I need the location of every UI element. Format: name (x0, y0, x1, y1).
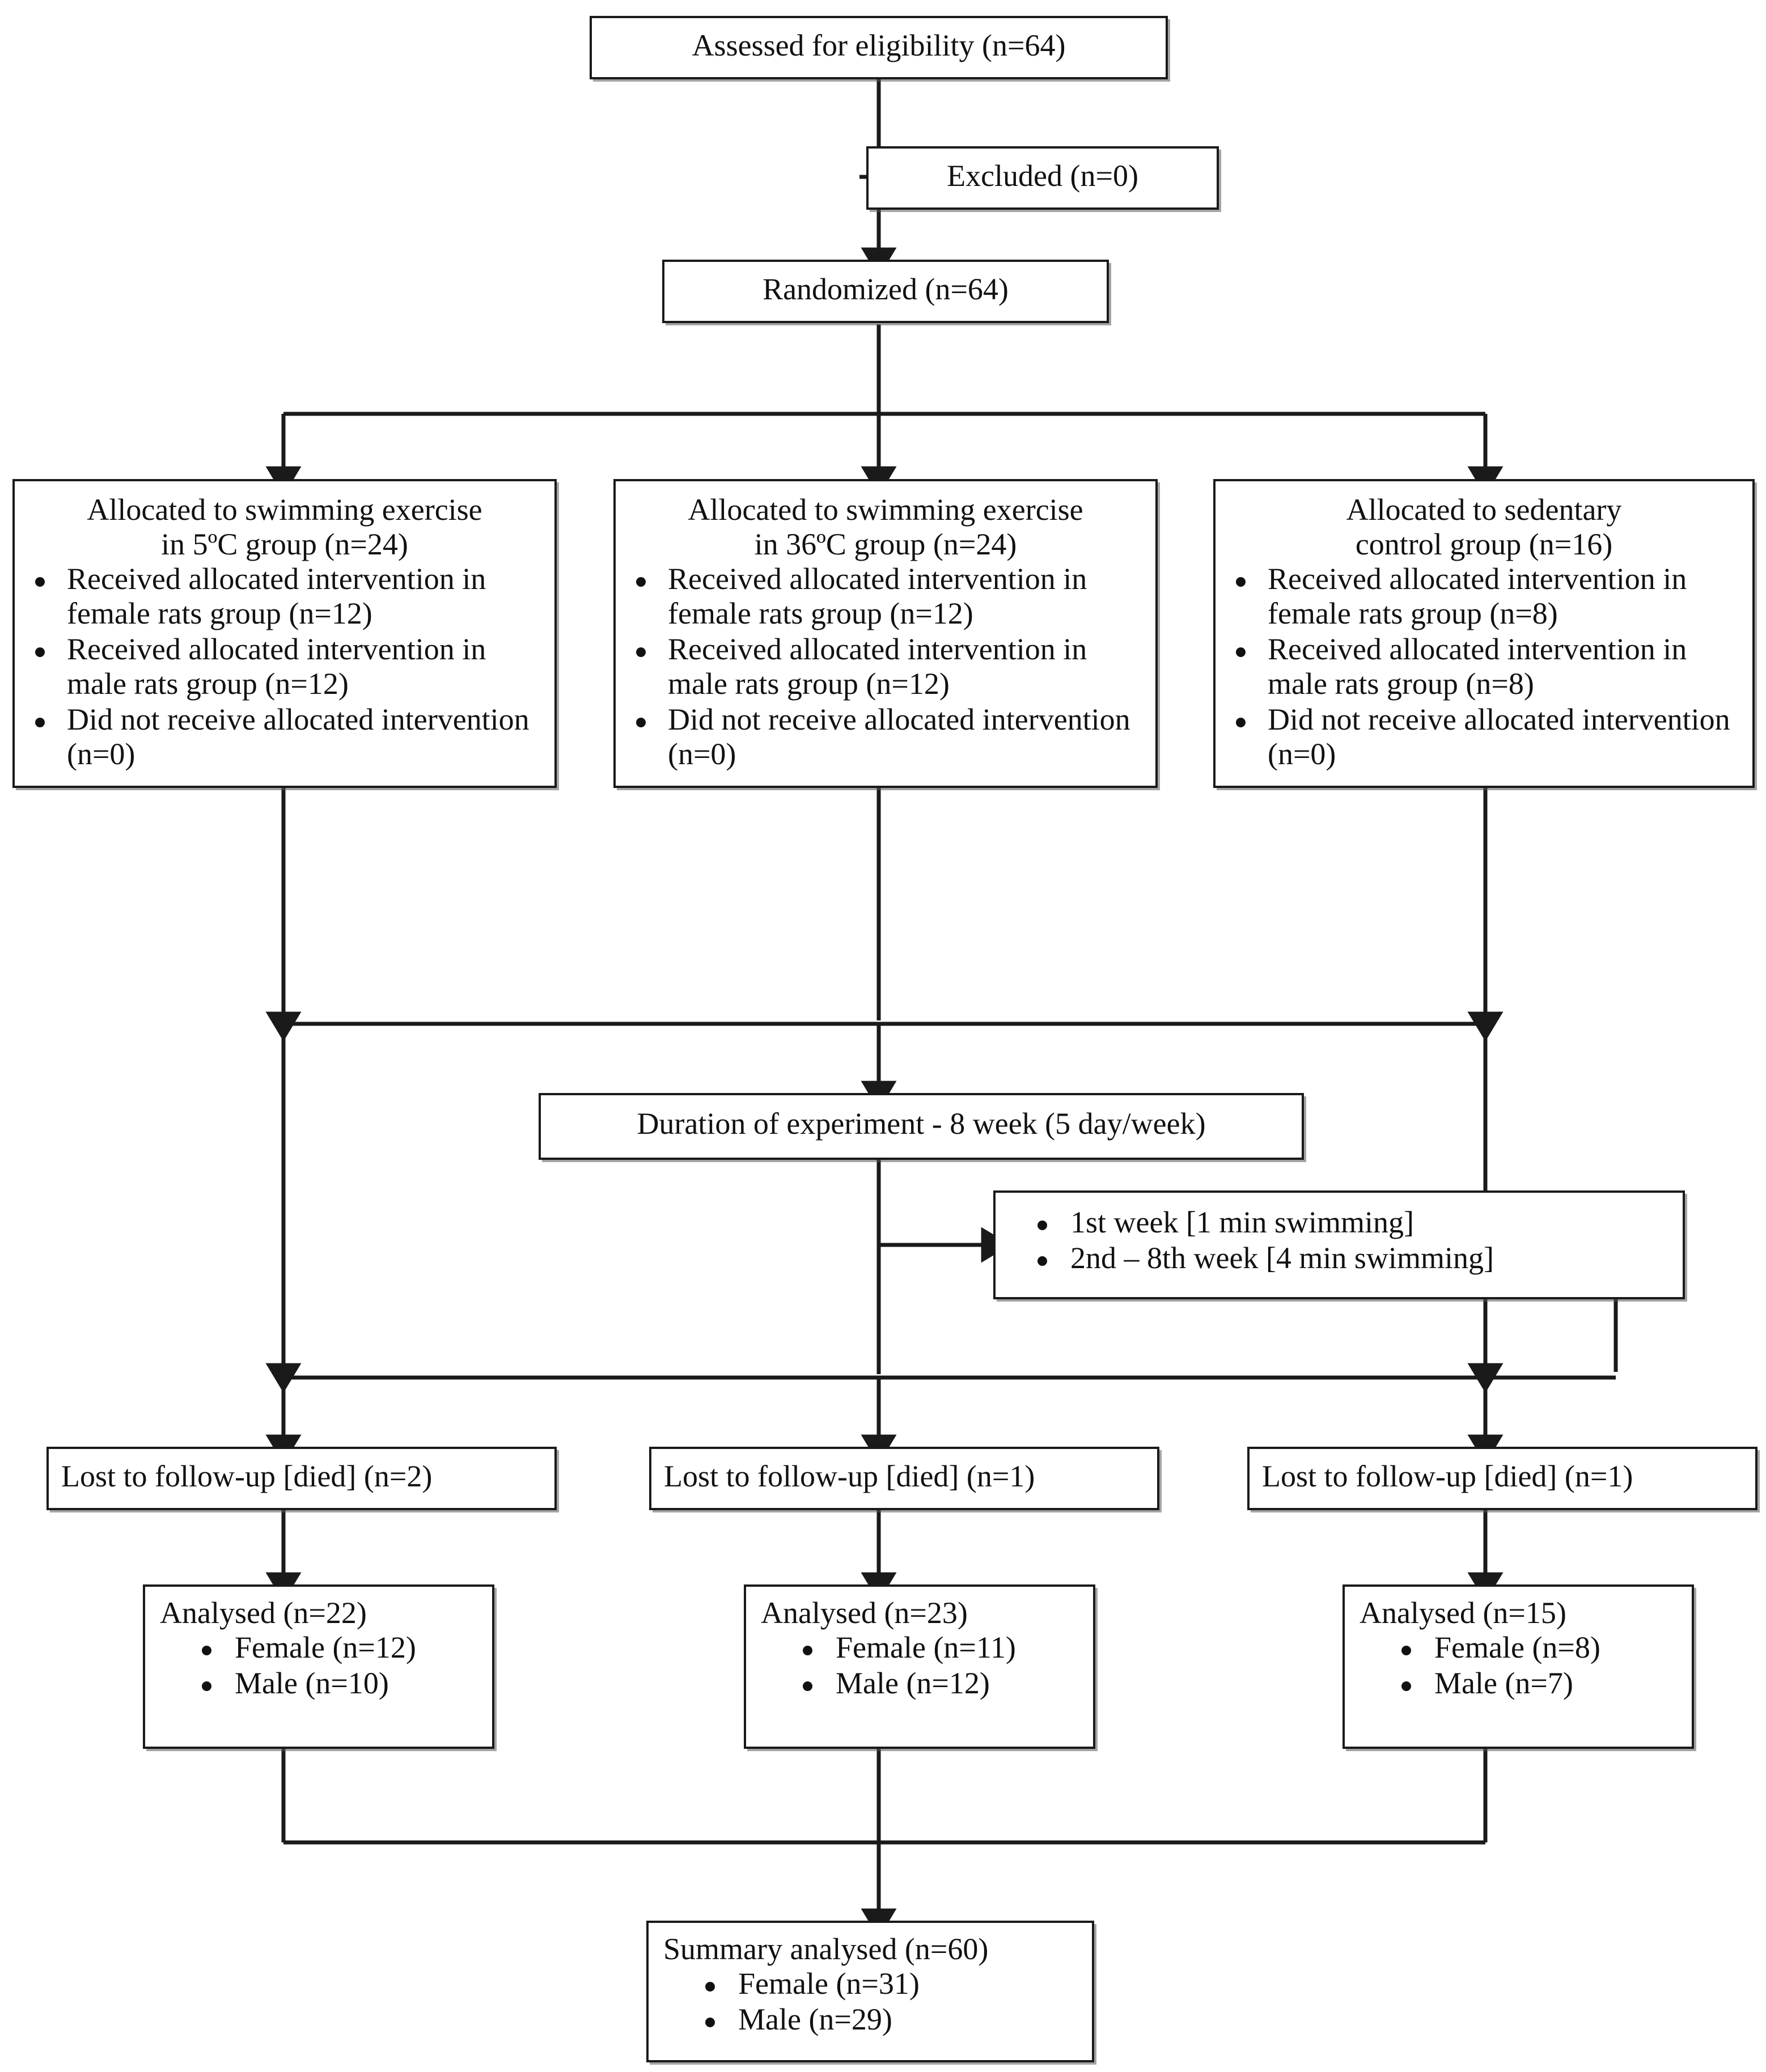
box-experiment-duration: Duration of experiment - 8 week (5 day/w… (539, 1093, 1304, 1160)
duration-label: Duration of experiment - 8 week (5 day/w… (637, 1107, 1206, 1141)
box-weekly-swimming-protocol: 1st week [1 min swimming] 2nd – 8th week… (993, 1190, 1685, 1299)
list-item: Did not receive allocated intervention (… (1223, 702, 1744, 772)
allocation-heading: Allocated to swimming exercise in 36ºC g… (688, 493, 1083, 562)
summary-bullet-list: Female (n=31) Male (n=29) (663, 1967, 1092, 2037)
list-item: 1st week [1 min swimming] (996, 1205, 1683, 1240)
list-item: Received allocated intervention in male … (624, 632, 1147, 701)
box-analysed-sedentary-control: Analysed (n=15) Female (n=8) Male (n=7) (1343, 1584, 1694, 1749)
list-item: Female (n=31) (663, 1967, 1092, 2001)
box-randomized: Randomized (n=64) (662, 260, 1109, 323)
analysed-bullet-list: Female (n=11) Male (n=12) (761, 1630, 1093, 1701)
box-lost-to-followup-warm-swim: Lost to follow-up [died] (n=1) (649, 1447, 1159, 1510)
box-lost-to-followup-cold-swim: Lost to follow-up [died] (n=2) (46, 1447, 557, 1510)
allocation-bullet-list: Received allocated intervention in femal… (624, 562, 1147, 772)
lost-label: Lost to follow-up [died] (n=1) (1262, 1459, 1633, 1493)
box-allocation-cold-swim: Allocated to swimming exercise in 5ºC gr… (12, 479, 557, 788)
list-item: Male (n=10) (160, 1666, 492, 1701)
excluded-label: Excluded (n=0) (947, 159, 1138, 193)
allocation-heading: Allocated to sedentary control group (n=… (1346, 493, 1622, 562)
analysed-bullet-list: Female (n=8) Male (n=7) (1360, 1630, 1692, 1701)
list-item: Female (n=12) (160, 1630, 492, 1665)
allocation-bullet-list: Received allocated intervention in femal… (1223, 562, 1744, 772)
summary-heading: Summary analysed (n=60) (663, 1932, 989, 1966)
allocation-heading: Allocated to swimming exercise in 5ºC gr… (87, 493, 482, 562)
list-item: Male (n=12) (761, 1666, 1093, 1701)
box-summary-analysed: Summary analysed (n=60) Female (n=31) Ma… (646, 1921, 1094, 2062)
list-item: Male (n=29) (663, 2002, 1092, 2037)
analysed-heading: Analysed (n=15) (1360, 1596, 1566, 1630)
box-allocation-sedentary-control: Allocated to sedentary control group (n=… (1213, 479, 1755, 788)
lost-label: Lost to follow-up [died] (n=2) (61, 1459, 433, 1493)
analysed-heading: Analysed (n=23) (761, 1596, 968, 1630)
allocation-bullet-list: Received allocated intervention in femal… (23, 562, 547, 772)
analysed-bullet-list: Female (n=12) Male (n=10) (160, 1630, 492, 1701)
box-excluded: Excluded (n=0) (866, 146, 1219, 210)
box-lost-to-followup-sedentary-control: Lost to follow-up [died] (n=1) (1247, 1447, 1757, 1510)
lost-label: Lost to follow-up [died] (n=1) (664, 1459, 1035, 1493)
list-item: Did not receive allocated intervention (… (23, 702, 547, 772)
randomized-label: Randomized (n=64) (763, 272, 1009, 306)
analysed-heading: Analysed (n=22) (160, 1596, 367, 1630)
weeks-bullet-list: 1st week [1 min swimming] 2nd – 8th week… (996, 1205, 1683, 1276)
list-item: Received allocated intervention in femal… (1223, 562, 1744, 631)
box-assessed-for-eligibility: Assessed for eligibility (n=64) (590, 16, 1168, 79)
list-item: Did not receive allocated intervention (… (624, 702, 1147, 772)
list-item: Female (n=8) (1360, 1630, 1692, 1665)
assessed-label: Assessed for eligibility (n=64) (692, 28, 1066, 62)
list-item: 2nd – 8th week [4 min swimming] (996, 1241, 1683, 1276)
box-allocation-warm-swim: Allocated to swimming exercise in 36ºC g… (613, 479, 1158, 788)
list-item: Received allocated intervention in femal… (23, 562, 547, 631)
list-item: Female (n=11) (761, 1630, 1093, 1665)
list-item: Received allocated intervention in femal… (624, 562, 1147, 631)
list-item: Received allocated intervention in male … (1223, 632, 1744, 701)
list-item: Received allocated intervention in male … (23, 632, 547, 701)
list-item: Male (n=7) (1360, 1666, 1692, 1701)
box-analysed-warm-swim: Analysed (n=23) Female (n=11) Male (n=12… (744, 1584, 1095, 1749)
box-analysed-cold-swim: Analysed (n=22) Female (n=12) Male (n=10… (143, 1584, 494, 1749)
